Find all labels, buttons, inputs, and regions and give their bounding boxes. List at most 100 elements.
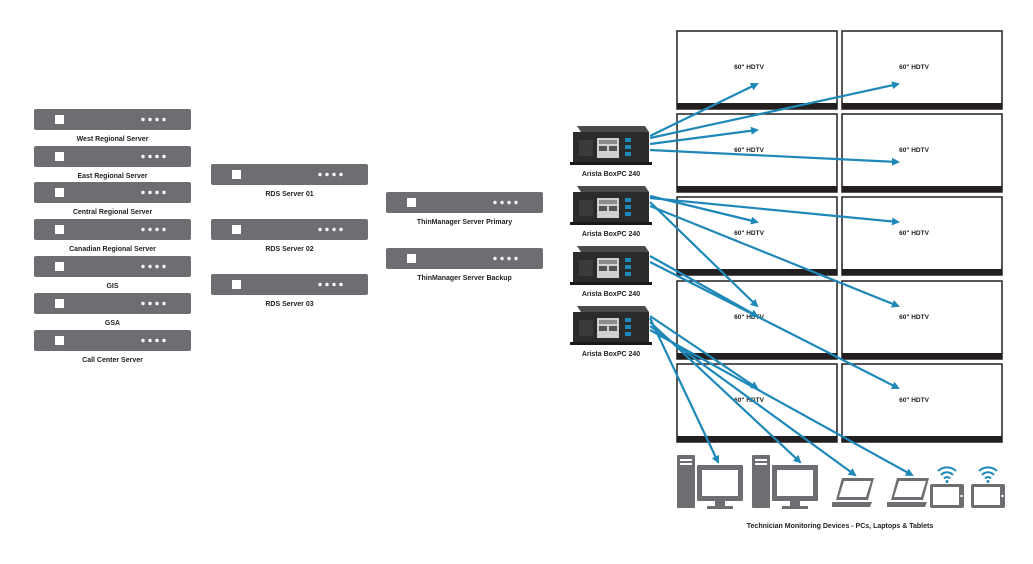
server-led-icon [507, 200, 511, 205]
connection-arrow [649, 201, 759, 308]
regional-server: GSA [34, 293, 191, 327]
server-led-icon [155, 190, 159, 195]
connection-arrow [649, 148, 900, 166]
server-led-icon [141, 190, 145, 195]
server-led-icon [493, 200, 497, 205]
server-led-icon [148, 190, 152, 195]
connection-arrow [649, 261, 900, 389]
server-drive-icon [232, 225, 241, 234]
connection-arrow [649, 204, 900, 308]
server-led-icon [148, 338, 152, 343]
server-drive-icon [55, 336, 64, 345]
devices-caption: Technician Monitoring Devices - PCs, Lap… [747, 523, 934, 530]
server-label: Canadian Regional Server [69, 246, 156, 253]
connection-arrow [649, 325, 857, 477]
server-chassis [34, 256, 191, 277]
boxpc-device-icon: Arista BoxPC 240 [570, 186, 652, 238]
laptop-icon [832, 478, 874, 507]
server-led-icon [155, 227, 159, 232]
hdtv-label: 60" HDTV [734, 147, 764, 154]
server-led-icon [500, 256, 504, 261]
server-led-icon [155, 264, 159, 269]
server-label: RDS Server 01 [265, 191, 313, 198]
boxpc-label: Arista BoxPC 240 [582, 291, 640, 298]
server-label: Call Center Server [82, 357, 143, 364]
hdtv-label: 60" HDTV [899, 147, 929, 154]
desktop-pc-icon [752, 455, 818, 509]
hdtv-screen: 60" HDTV [676, 280, 838, 360]
server-led-icon [141, 301, 145, 306]
boxpc-device-icon: Arista BoxPC 240 [570, 126, 652, 178]
boxpc-label: Arista BoxPC 240 [582, 231, 640, 238]
server-led-icon [162, 227, 166, 232]
regional-server: Call Center Server [34, 330, 191, 364]
connection-arrow [649, 81, 900, 140]
thinmanager-server: ThinManager Server Backup [386, 248, 543, 282]
server-label: GSA [105, 320, 120, 327]
server-led-icon [141, 264, 145, 269]
server-led-icon [325, 227, 329, 232]
server-led-icon [507, 256, 511, 261]
hdtv-label: 60" HDTV [899, 64, 929, 71]
server-led-icon [339, 282, 343, 287]
server-led-icon [339, 227, 343, 232]
server-chassis [34, 330, 191, 351]
server-drive-icon [55, 115, 64, 124]
server-label: West Regional Server [77, 136, 149, 143]
server-led-icon [514, 256, 518, 261]
server-drive-icon [232, 280, 241, 289]
rds-server: RDS Server 03 [211, 274, 368, 308]
rds-servers-column: RDS Server 01 RDS Server 02 RDS Server 03 [211, 164, 368, 308]
server-led-icon [500, 200, 504, 205]
hdtv-screen: 60" HDTV [841, 196, 1003, 276]
server-led-icon [155, 117, 159, 122]
server-led-icon [148, 264, 152, 269]
hdtv-screen: 60" HDTV [676, 30, 838, 110]
wifi-icon [978, 466, 998, 483]
rds-server: RDS Server 01 [211, 164, 368, 198]
hdtv-label: 60" HDTV [899, 230, 929, 237]
desktop-pc-icon [677, 455, 743, 509]
connection-arrow [649, 196, 900, 226]
connection-arrow [649, 317, 720, 464]
server-chassis [34, 146, 191, 167]
hdtv-label: 60" HDTV [899, 397, 929, 404]
server-led-icon [141, 154, 145, 159]
connection-arrows [649, 81, 914, 477]
tablet-icon [971, 484, 1005, 508]
server-led-icon [332, 172, 336, 177]
thinmanager-server: ThinManager Server Primary [386, 192, 543, 226]
server-led-icon [318, 172, 322, 177]
server-led-icon [148, 227, 152, 232]
server-led-icon [318, 282, 322, 287]
connection-arrow [649, 126, 759, 146]
server-drive-icon [407, 198, 416, 207]
server-led-icon [155, 301, 159, 306]
hdtv-label: 60" HDTV [734, 314, 764, 321]
server-led-icon [332, 282, 336, 287]
server-drive-icon [55, 299, 64, 308]
boxpc-device-icon: Arista BoxPC 240 [570, 246, 652, 298]
server-drive-icon [232, 170, 241, 179]
server-label: RDS Server 02 [265, 246, 313, 253]
server-label: GIS [106, 283, 118, 290]
server-led-icon [325, 282, 329, 287]
boxpc-label: Arista BoxPC 240 [582, 351, 640, 358]
regional-server: Central Regional Server [34, 182, 191, 216]
server-label: RDS Server 03 [265, 301, 313, 308]
server-drive-icon [407, 254, 416, 263]
connection-arrow [649, 329, 914, 476]
hdtv-screen: 60" HDTV [841, 113, 1003, 193]
server-led-icon [155, 154, 159, 159]
server-led-icon [162, 190, 166, 195]
server-led-icon [148, 117, 152, 122]
server-chassis [34, 219, 191, 240]
server-drive-icon [55, 188, 64, 197]
hdtv-screen: 60" HDTV [841, 363, 1003, 443]
server-led-icon [339, 172, 343, 177]
connection-arrow [649, 315, 759, 390]
server-led-icon [162, 117, 166, 122]
